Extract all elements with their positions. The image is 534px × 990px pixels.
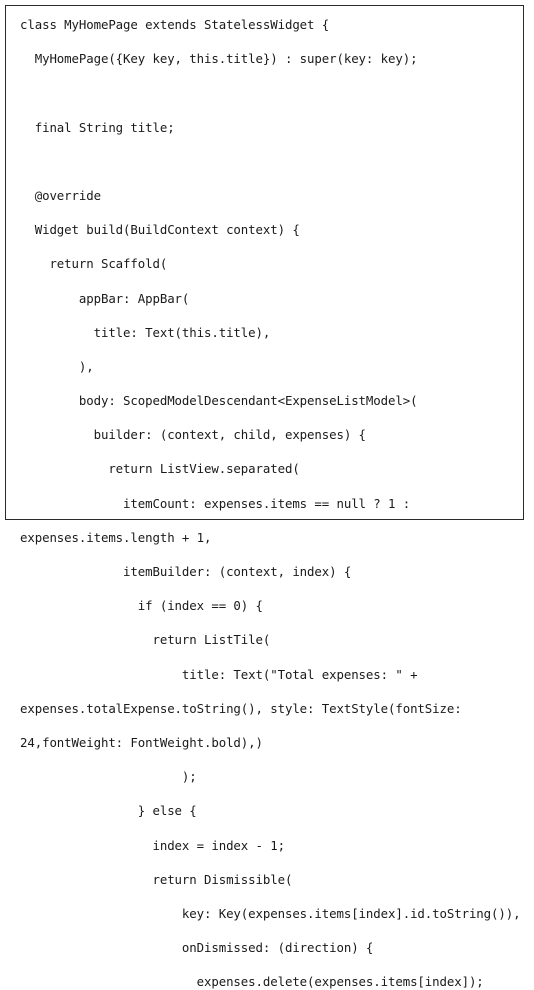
code-line: onDismissed: (direction) { — [20, 940, 374, 956]
code-line: MyHomePage({Key key, this.title}) : supe… — [20, 51, 418, 67]
code-line: itemCount: expenses.items == null ? 1 : — [20, 495, 411, 511]
code-line — [20, 84, 520, 101]
code-line: title: Text("Total expenses: " + — [20, 666, 418, 682]
code-line: ), — [20, 358, 94, 374]
code-block-frame: class MyHomePage extends StatelessWidget… — [5, 5, 524, 989]
code-line: expenses.totalExpense.toString(), style:… — [20, 700, 462, 716]
code-line: builder: (context, child, expenses) { — [20, 427, 366, 443]
code-line: } else { — [20, 803, 197, 819]
code-line: itemBuilder: (context, index) { — [20, 564, 352, 579]
code-block: class MyHomePage extends StatelessWidget… — [20, 16, 521, 990]
code-line: key: Key(expenses.items[index].id.toStri… — [20, 905, 521, 921]
code-line: appBar: AppBar( — [20, 290, 190, 306]
code-line: index = index - 1; — [20, 837, 285, 853]
code-line: return ListView.separated( — [20, 461, 300, 477]
code-line: Widget build(BuildContext context) { — [20, 222, 300, 238]
code-line: return Scaffold( — [20, 256, 168, 272]
code-line: body: ScopedModelDescendant<ExpenseListM… — [20, 393, 418, 409]
code-line: return ListTile( — [20, 632, 271, 648]
code-line: expenses.items.length + 1, — [20, 529, 212, 545]
code-line: expenses.delete(expenses.items[index]); — [20, 974, 484, 990]
code-line: class MyHomePage extends StatelessWidget… — [20, 17, 330, 32]
code-line: if (index == 0) { — [20, 598, 263, 614]
code-line — [20, 153, 520, 170]
code-line: 24,fontWeight: FontWeight.bold),) — [20, 734, 263, 750]
code-line: ); — [20, 769, 197, 785]
code-line: final String title; — [20, 119, 175, 135]
code-line: return Dismissible( — [20, 871, 293, 887]
code-line: title: Text(this.title), — [20, 324, 271, 340]
code-line: @override — [20, 187, 101, 203]
